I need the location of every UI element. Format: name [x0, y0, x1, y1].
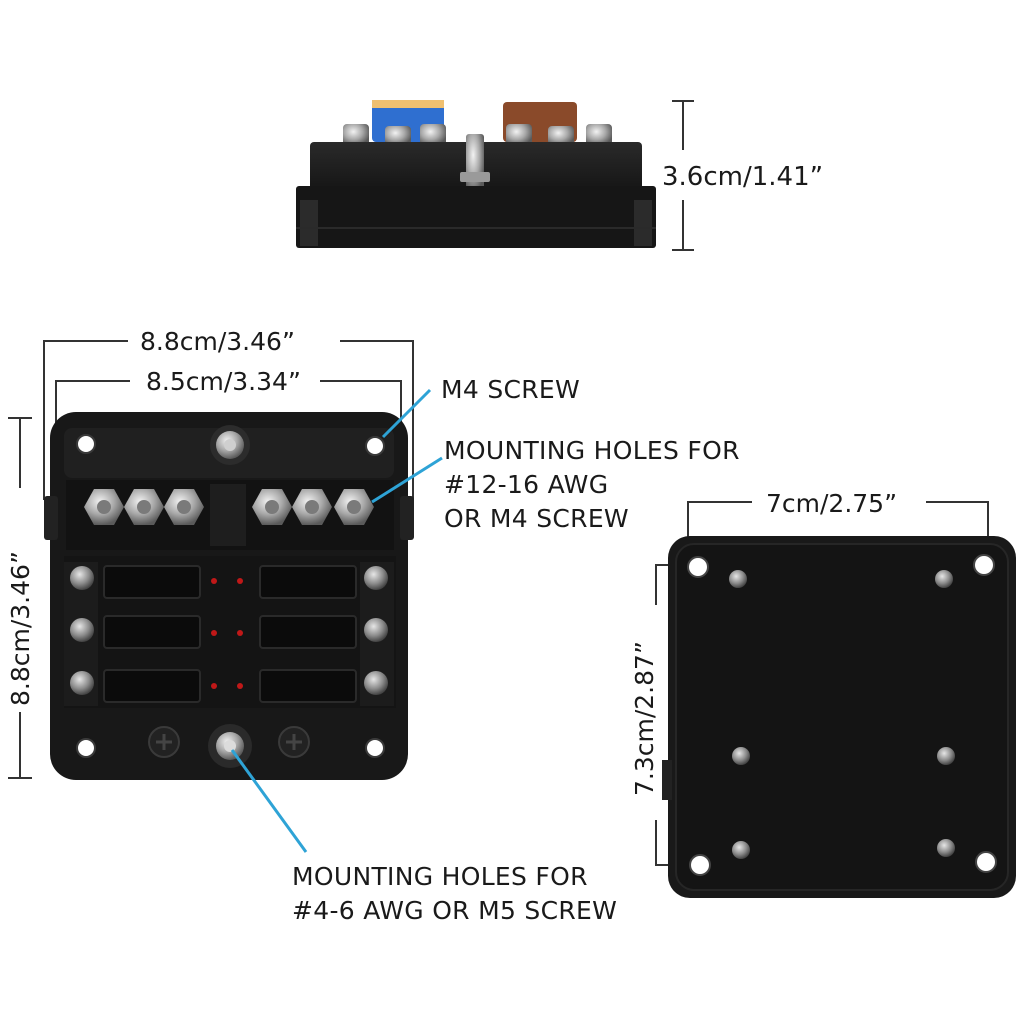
back-height-label: 7.3cm/2.87”	[630, 641, 659, 796]
callout-lines	[230, 388, 443, 853]
outer-width-dimension	[43, 340, 414, 500]
side-height-dimension	[672, 100, 694, 251]
back-width-label: 7cm/2.75”	[766, 489, 898, 518]
bus-bar-nuts	[84, 489, 374, 525]
front-view	[8, 340, 443, 853]
mounting-small-line1: MOUNTING HOLES FOR	[444, 436, 740, 465]
mounting-small-line2: #12-16 AWG	[444, 470, 609, 499]
mounting-small-line3: OR M4 SCREW	[444, 504, 629, 533]
mounting-large-line2: #4-6 AWG OR M5 SCREW	[292, 896, 618, 925]
side-view	[296, 100, 694, 251]
outer-width-label: 8.8cm/3.46”	[140, 327, 295, 356]
side-height-label: 3.6cm/1.41”	[662, 162, 824, 192]
back-view	[655, 501, 1016, 898]
front-corner-holes	[76, 434, 385, 758]
front-height-label: 8.8cm/3.46”	[6, 551, 35, 706]
fuse-slots	[103, 565, 357, 703]
indicator-leds	[211, 578, 243, 689]
bottom-row	[148, 724, 310, 768]
mounting-large-line1: MOUNTING HOLES FOR	[292, 862, 588, 891]
m4-screw-label: M4 SCREW	[441, 375, 581, 404]
side-center-stud	[466, 134, 484, 194]
top-stud	[210, 425, 250, 465]
front-height-dimension	[8, 417, 32, 779]
inner-width-label: 8.5cm/3.34”	[146, 367, 301, 396]
terminal-screws	[64, 562, 394, 706]
back-screws	[729, 570, 955, 859]
back-corner-holes	[687, 554, 997, 876]
side-nuts	[343, 124, 612, 146]
